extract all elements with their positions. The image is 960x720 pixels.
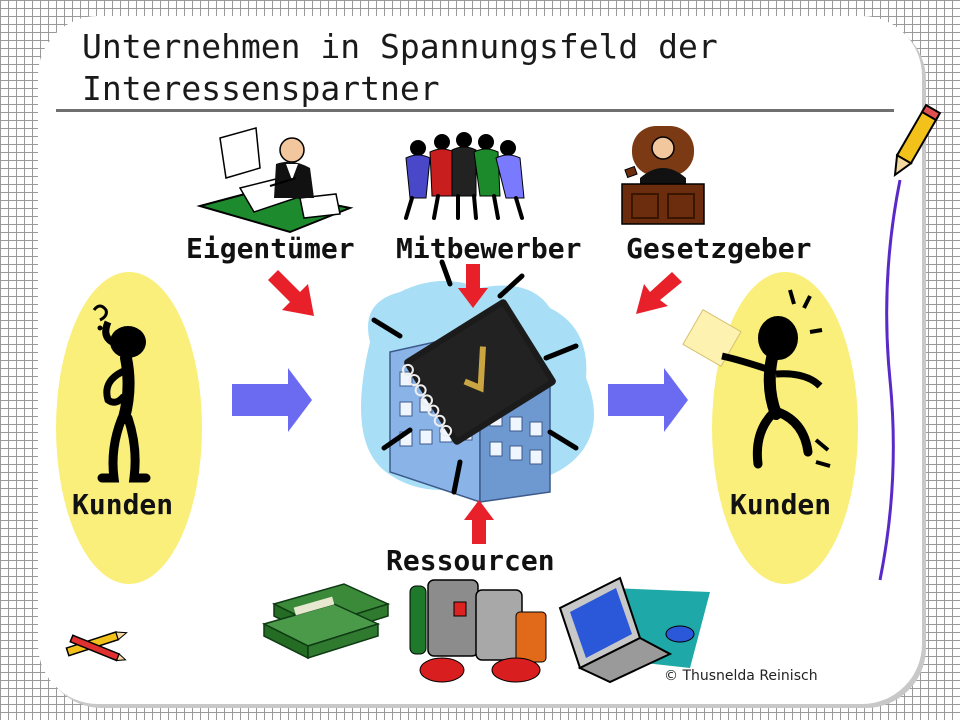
label-resources: Ressourcen <box>386 544 555 577</box>
label-competitors: Mitbewerber <box>396 232 582 265</box>
label-owner: Eigentümer <box>186 232 355 265</box>
computer-clipart <box>558 576 710 684</box>
title-underline <box>56 109 894 112</box>
copyright-notice: © Thusnelda Reinisch <box>664 668 818 684</box>
company-building-clipart <box>361 259 594 504</box>
red-arrow-owner <box>268 270 314 316</box>
pencils-icon <box>65 631 128 662</box>
pencil-icon <box>893 103 942 178</box>
label-customers-right: Kunden <box>730 488 832 521</box>
happy-customer-clipart <box>682 289 831 469</box>
label-legislator: Gesetzgeber <box>626 232 812 265</box>
red-arrow-legislator <box>636 272 682 314</box>
blue-arrow-left <box>232 368 312 432</box>
confused-customer-clipart <box>92 304 151 483</box>
owner-clipart <box>196 127 354 234</box>
legislator-clipart <box>621 126 705 225</box>
label-customers-left: Kunden <box>72 488 174 521</box>
red-arrow-competitors <box>458 264 488 308</box>
competitors-clipart <box>404 132 525 220</box>
customer-oval-right <box>712 272 858 584</box>
blue-arrow-right <box>608 368 688 432</box>
money-clipart <box>261 583 391 660</box>
barrels-clipart <box>409 579 547 683</box>
red-arrow-resources <box>464 500 494 544</box>
vertical-line <box>878 179 902 581</box>
slide-title: Unternehmen in Spannungsfeld der Interes… <box>82 27 718 108</box>
